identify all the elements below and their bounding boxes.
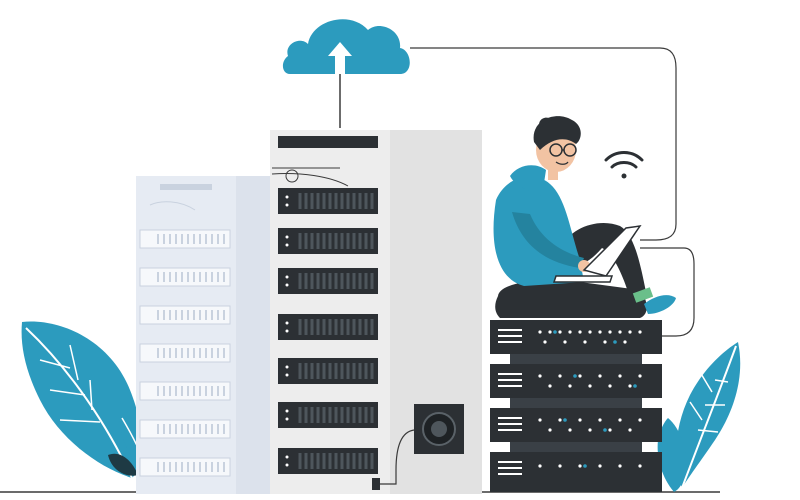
wifi-icon <box>604 151 644 179</box>
left-server-rack <box>136 176 272 494</box>
fan-icon <box>372 404 464 490</box>
right-server-stack <box>490 320 662 492</box>
network-cable-lower <box>640 247 695 337</box>
person-with-laptop <box>493 116 676 318</box>
cloud-upload-icon <box>282 19 410 128</box>
right-plant <box>657 342 741 492</box>
laptop-icon <box>552 225 642 283</box>
center-server-rack <box>270 130 482 494</box>
network-cable <box>410 47 677 241</box>
